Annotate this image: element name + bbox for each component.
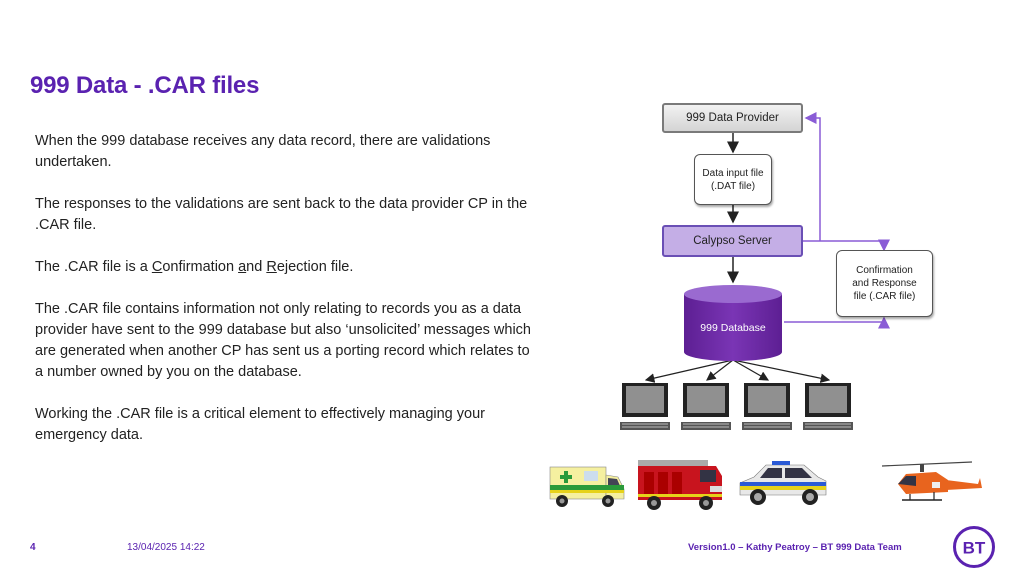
data-input-file-box: Data input file (.DAT file) <box>694 154 772 205</box>
computer-monitor-icon <box>742 383 792 430</box>
body-text: When the 999 database receives any data … <box>35 131 535 467</box>
footer-date: 13/04/2025 14:22 <box>127 542 205 553</box>
slide-title: 999 Data - .CAR files <box>30 72 260 99</box>
calypso-server-box: Calypso Server <box>662 225 803 257</box>
bt-logo-icon: BT <box>953 526 995 568</box>
fire-engine-icon <box>638 460 722 510</box>
police-car-icon <box>739 461 827 505</box>
car-file-label: Confirmation and Response file (.CAR fil… <box>852 265 917 302</box>
p3-mid2: nd <box>246 259 267 275</box>
footer-version: Version1.0 – Kathy Peatroy – BT 999 Data… <box>688 542 902 553</box>
p3-letter-r: R <box>266 259 277 275</box>
computer-monitor-icon <box>803 383 853 430</box>
paragraph-5: Working the .CAR file is a critical elem… <box>35 406 485 443</box>
p3-letter-a: a <box>238 259 247 275</box>
ambulance-icon <box>549 466 625 507</box>
p3-before: The .CAR file is a <box>35 259 152 275</box>
computer-monitor-icon <box>681 383 731 430</box>
bt-logo-text: BT <box>963 539 986 558</box>
data-provider-label: 999 Data Provider <box>686 112 779 124</box>
p3-after: ejection file. <box>276 259 354 275</box>
p3-mid1: onfirmation <box>162 259 239 275</box>
data-provider-box: 999 Data Provider <box>662 103 803 133</box>
paragraph-3: The .CAR file is a Confirmation and Reje… <box>35 257 535 278</box>
paragraph-1: When the 999 database receives any data … <box>35 133 491 170</box>
page-number: 4 <box>30 542 36 553</box>
paragraph-2: The responses to the validations are sen… <box>35 196 528 233</box>
car-file-box: Confirmation and Response file (.CAR fil… <box>836 250 933 317</box>
helicopter-icon <box>881 461 982 501</box>
data-input-file-label: Data input file (.DAT file) <box>702 167 764 192</box>
p3-letter-c: C <box>151 259 163 275</box>
database-label: 999 Database <box>700 322 766 334</box>
calypso-server-label: Calypso Server <box>693 235 772 247</box>
paragraph-4: The .CAR file contains information not o… <box>35 301 531 380</box>
computer-monitor-icon <box>620 383 670 430</box>
